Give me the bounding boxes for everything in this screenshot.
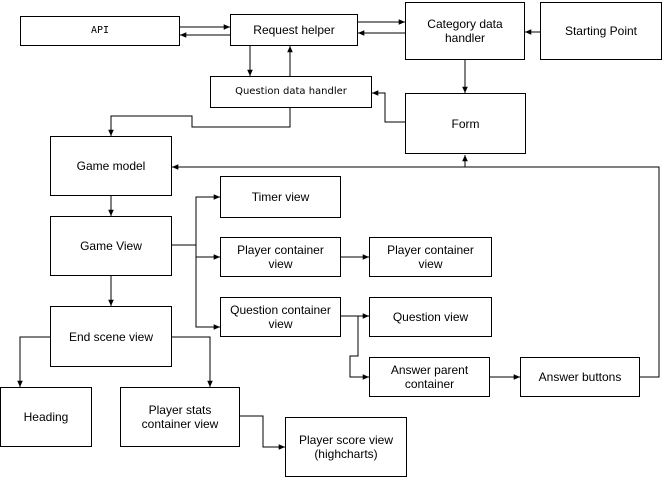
heading-node: Heading <box>0 387 92 447</box>
question-data-handler-node: Question data handler <box>210 76 372 108</box>
game-view-node: Game View <box>50 216 172 276</box>
answer-parent-container-node: Answer parent container <box>369 357 490 397</box>
edge-answer-buttons-to-game-model <box>172 164 660 378</box>
form-node: Form <box>405 93 526 154</box>
question-container-view-node: Question container view <box>220 297 341 337</box>
starting-point-node: Starting Point <box>540 2 662 60</box>
player-stats-container-view-node: Player stats container view <box>120 387 240 447</box>
player-score-view-node: Player score view (highcharts) <box>285 417 407 477</box>
question-view-node: Question view <box>369 297 492 337</box>
category-data-handler-node: Category data handler <box>405 2 525 60</box>
answer-buttons-node: Answer buttons <box>520 357 640 397</box>
end-scene-view-node: End scene view <box>50 306 172 367</box>
edge-question-container-to-answer-parent <box>349 316 369 380</box>
api-node: API <box>20 16 180 46</box>
edge-form-to-question-handler <box>372 90 405 123</box>
edge-end-scene-to-player-stats <box>172 336 213 387</box>
game-model-node: Game model <box>50 136 172 196</box>
request-helper-node: Request helper <box>230 14 358 46</box>
edge-game-view-to-question-container <box>195 257 220 330</box>
player-container-view-node: Player container view <box>220 237 341 277</box>
edge-game-view-to-player-container <box>195 245 220 260</box>
edge-question-handler-to-game-model <box>108 108 291 136</box>
edge-player-stats-to-score-view <box>240 415 285 450</box>
player-container-view-node-2: Player container view <box>369 237 492 277</box>
timer-view-node: Timer view <box>220 176 341 218</box>
edge-end-scene-to-heading <box>17 336 50 387</box>
edge-game-view-to-timer <box>172 194 220 246</box>
